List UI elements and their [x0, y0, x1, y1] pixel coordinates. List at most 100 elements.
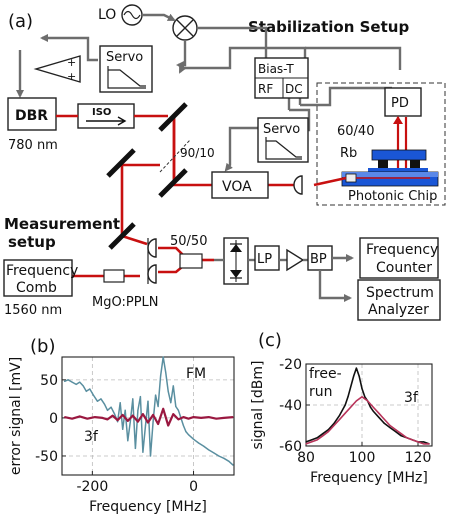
data-point	[139, 395, 142, 398]
x-tick-label: 80	[297, 450, 315, 466]
data-point	[157, 423, 159, 425]
y-tick-label: -50	[35, 449, 58, 465]
data-point	[367, 400, 369, 402]
split-50-50: 50/50	[170, 234, 207, 249]
data-point	[344, 412, 346, 414]
y-axis-label: signal [dBm]	[250, 361, 266, 450]
data-point	[75, 383, 77, 386]
data-point	[322, 435, 324, 437]
data-point	[428, 443, 430, 445]
data-point	[165, 371, 167, 373]
data-point	[353, 375, 355, 377]
data-point	[137, 421, 139, 423]
amplifier-icon: + +	[33, 55, 81, 83]
data-point	[339, 418, 341, 420]
servo-label-top: Servo	[106, 50, 143, 65]
dbr-box: DBR	[7, 97, 57, 131]
data-point	[361, 388, 363, 390]
stabilization-title: Stabilization Setup	[248, 18, 409, 36]
bias-t-dc: DC	[285, 82, 303, 96]
coupler-5050	[179, 253, 203, 269]
rb-cell	[368, 149, 428, 172]
data-point	[395, 429, 397, 431]
data-point	[350, 385, 352, 388]
voa-label: VOA	[222, 179, 252, 195]
data-point	[327, 431, 329, 433]
data-point	[208, 416, 210, 418]
data-point	[100, 398, 102, 400]
data-point	[63, 380, 66, 382]
data-point	[132, 398, 134, 400]
data-point	[92, 394, 94, 396]
data-point	[232, 416, 234, 418]
data-point	[132, 415, 134, 417]
data-point	[333, 422, 335, 425]
data-point	[213, 452, 215, 454]
data-point	[117, 419, 119, 421]
data-point	[223, 457, 225, 459]
split-60-40: 60/40	[337, 124, 374, 139]
series-line-FM	[64, 356, 234, 466]
iso-box: ISO	[77, 103, 135, 129]
data-point	[175, 405, 177, 408]
photonic-chip-label: Photonic Chip	[348, 189, 437, 204]
meas-lens-2	[147, 264, 157, 284]
data-point	[200, 417, 202, 419]
voa-box: VOA	[211, 171, 269, 199]
photonic-chip-region	[316, 82, 446, 206]
data-point	[197, 442, 200, 444]
data-point	[187, 434, 190, 436]
data-point	[389, 424, 391, 427]
data-point	[344, 404, 346, 406]
data-point	[378, 416, 380, 418]
data-point	[152, 421, 154, 423]
data-point	[203, 445, 205, 447]
data-point	[167, 424, 169, 427]
servo-box-mid: Servo	[257, 117, 309, 163]
servo-label-mid: Servo	[263, 122, 300, 137]
y-tick-label: -40	[279, 398, 302, 414]
y-tick-label: 50	[40, 373, 58, 389]
data-point	[355, 367, 357, 369]
series-label-free-run-line2: run	[309, 384, 333, 400]
data-point	[316, 439, 318, 441]
photonic-chip	[341, 171, 439, 187]
data-point	[355, 400, 357, 402]
data-point	[185, 431, 187, 433]
data-point	[383, 418, 385, 420]
data-point	[103, 403, 106, 405]
data-point	[372, 406, 374, 408]
data-point	[339, 414, 341, 416]
data-point	[232, 464, 234, 466]
data-point	[142, 413, 144, 415]
series-label-3f: 3f	[404, 390, 419, 406]
bias-t-rf: RF	[258, 82, 273, 96]
data-point	[160, 375, 162, 377]
x-tick-label: 100	[349, 450, 376, 466]
data-point	[127, 440, 129, 442]
freq-counter-2: Counter	[376, 260, 432, 276]
data-point	[71, 381, 73, 383]
data-point	[79, 381, 81, 383]
isolator-arrow-icon	[86, 116, 127, 126]
lp-box: LP	[254, 245, 280, 271]
data-point	[86, 418, 88, 420]
x-tick-label: 120	[405, 450, 432, 466]
data-point	[423, 443, 425, 445]
optical-path	[56, 114, 347, 278]
data-point	[389, 426, 391, 429]
data-point	[137, 409, 139, 411]
data-point	[423, 441, 425, 443]
y-axis-label: error signal [mV]	[8, 357, 24, 475]
data-point	[111, 415, 114, 417]
data-point	[187, 418, 190, 420]
split-90-10: 90/10	[180, 146, 215, 160]
data-point	[127, 420, 129, 422]
spectrum-analyzer-box: Spectrum Analyzer	[357, 279, 441, 321]
photodiode-icon	[223, 237, 249, 285]
data-point	[147, 421, 149, 424]
data-point	[162, 356, 164, 358]
bp-label: BP	[310, 252, 327, 267]
data-point	[134, 447, 136, 449]
data-point	[417, 441, 419, 443]
